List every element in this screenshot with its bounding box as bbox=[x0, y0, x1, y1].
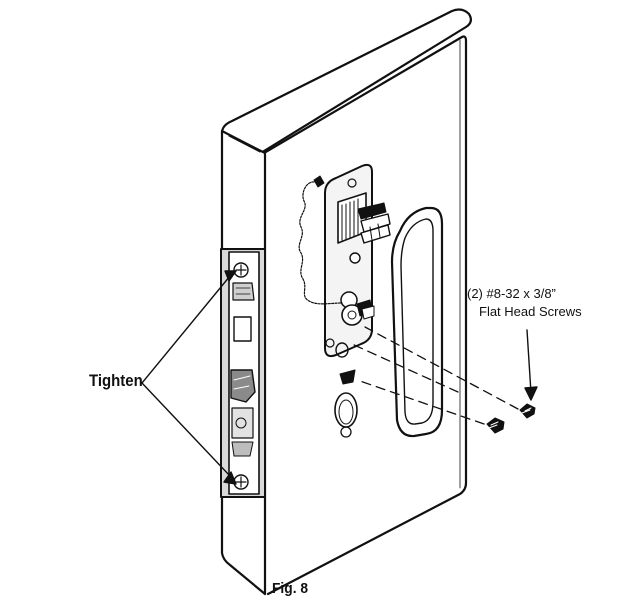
tighten-leaders bbox=[141, 270, 237, 485]
flat-head-screws bbox=[486, 403, 536, 434]
door-holes bbox=[334, 342, 358, 438]
wire-harness bbox=[298, 181, 343, 305]
screw-upper bbox=[519, 403, 536, 419]
mortise-lock bbox=[220, 248, 266, 498]
screws-type-label: Flat Head Screws bbox=[479, 304, 582, 319]
screw-lower bbox=[486, 417, 505, 434]
figure-caption: Fig. 8 bbox=[272, 580, 309, 597]
motor-assembly bbox=[340, 291, 375, 326]
connector-block bbox=[337, 192, 391, 244]
door-handle bbox=[390, 206, 444, 438]
screws-spec-label: (2) #8-32 x 3/8” bbox=[467, 286, 556, 301]
screws-leader bbox=[524, 329, 538, 401]
alignment-lines bbox=[351, 326, 519, 425]
tighten-label: Tighten bbox=[89, 371, 143, 390]
mounting-plate bbox=[324, 163, 391, 358]
